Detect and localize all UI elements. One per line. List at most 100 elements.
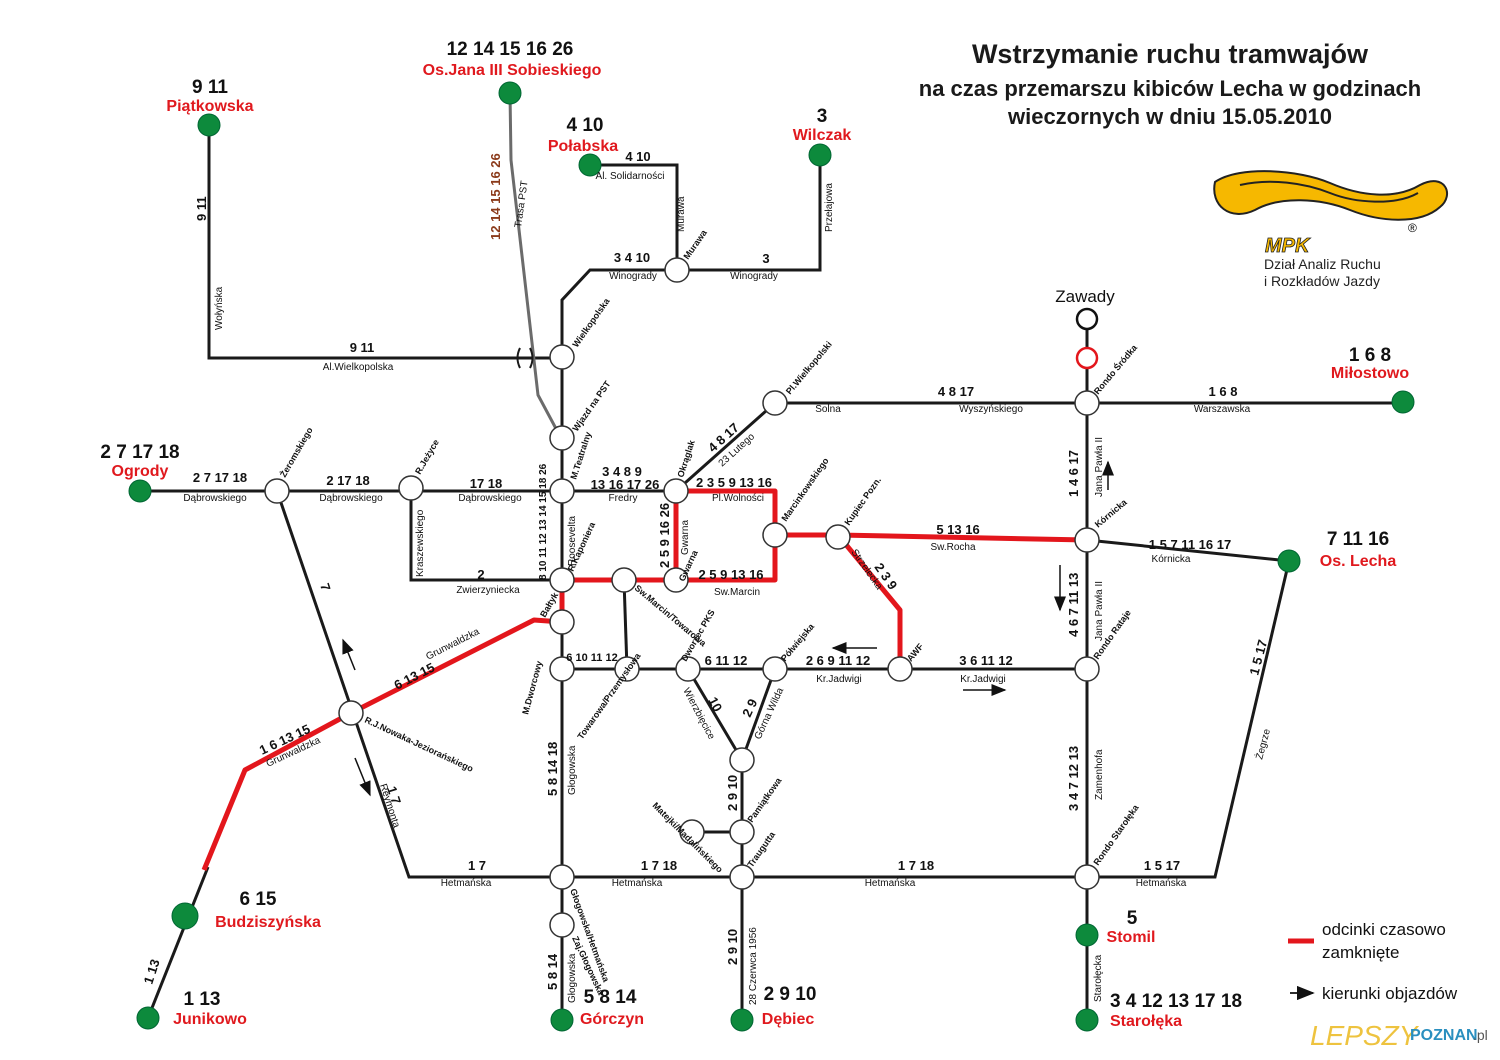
line-label: 4 8 17 <box>938 384 974 399</box>
legend-closed-line2: zamknięte <box>1322 943 1399 962</box>
line-label: 1 5 17 <box>1144 858 1180 873</box>
street-label: Hetmańska <box>865 878 916 889</box>
detour-arrow-nw-icon <box>342 638 356 671</box>
line-label: 3 4 8 9 <box>602 464 642 479</box>
stop-polwiejska <box>762 656 788 682</box>
terminal-name: Os.Jana III Sobieskiego <box>423 62 602 79</box>
terminal-lines: 3 <box>817 106 828 127</box>
terminal-name: Górczyn <box>580 1011 644 1028</box>
terminal-name: Piątkowska <box>166 98 253 115</box>
street-label: Murawa <box>676 196 687 232</box>
terminal-labels: 9 11 Piątkowska 12 14 15 16 26 Os.Jana I… <box>100 39 1409 1030</box>
line-label: 2 7 17 18 <box>193 470 247 485</box>
closed-strzelecka <box>836 533 903 669</box>
street-label: Winogrady <box>730 271 778 282</box>
stop-murawa <box>664 257 690 283</box>
registered-mark: ® <box>1408 221 1417 235</box>
stops <box>264 257 1100 938</box>
track-hetmanska <box>275 490 1087 879</box>
line-label: 2 <box>477 567 484 582</box>
stop-label: Wjazd na PST <box>570 379 612 433</box>
street-label: Wierzbięcice <box>680 686 717 742</box>
street-label: Hetmańska <box>441 878 492 889</box>
terminal-ogrody <box>128 479 152 503</box>
line-label: 5 8 14 <box>545 953 560 990</box>
line-label: 1 7 <box>384 784 404 806</box>
street-label: Trasa PST <box>513 180 530 228</box>
stop-label: Marcinkowskiego <box>779 456 831 524</box>
stop-kornicka <box>1074 527 1100 553</box>
line-label: 3 6 11 12 <box>959 653 1013 668</box>
map-title-line2: na czas przemarszu kibiców Lecha w godzi… <box>919 76 1421 101</box>
street-label: Jana Pawła II <box>1094 581 1105 641</box>
watermark-part2: POZNAN <box>1410 1027 1478 1044</box>
track-kraszewskiego <box>409 491 562 582</box>
track-zegrze <box>1087 560 1291 879</box>
terminal-lines: 5 <box>1127 908 1138 929</box>
stop-rondo-staroleka <box>1074 864 1100 890</box>
stop-label: Kórnicka <box>1093 496 1130 529</box>
line-label: 6 10 11 12 <box>566 652 617 664</box>
terminal-wilczak <box>808 143 832 167</box>
street-label: Warszawska <box>1194 404 1251 415</box>
line-label: 6 13 15 <box>392 660 437 693</box>
stop-label: Kupiec Pozn. <box>842 475 883 527</box>
terminal-name: Ogrody <box>112 463 169 480</box>
line-label: 13 16 17 26 <box>591 477 660 492</box>
street-label: Kr.Jadwigi <box>816 674 862 685</box>
mpk-brand: MPK <box>1265 235 1311 257</box>
terminal-name: Miłostowo <box>1331 365 1409 382</box>
line-label: 2 9 10 <box>725 929 740 965</box>
stop-label: M.Dworcowy <box>520 660 544 716</box>
street-label: Hetmańska <box>612 878 663 889</box>
line-label: 3 <box>762 251 769 266</box>
street-label: Hetmańska <box>1136 878 1187 889</box>
street-label: Wołyńska <box>214 286 225 330</box>
stop-label: Okrąglak <box>675 438 697 479</box>
stop-gorna-wilda <box>729 747 755 773</box>
line-label: 17 18 <box>470 476 503 491</box>
stop-glogowska-hetmanska <box>549 864 575 890</box>
line-label: 4 10 <box>625 149 650 164</box>
terminal-milostowo <box>1391 390 1415 414</box>
stop-label: Wielkopolska <box>570 296 612 350</box>
stop-rondo-rataje <box>1074 656 1100 682</box>
terminal-name: Junikowo <box>173 1011 247 1028</box>
terminal-staroleka <box>1075 1008 1099 1032</box>
street-label: Zamenhofa <box>1094 749 1105 800</box>
line-label: 1 5 7 11 16 17 <box>1149 537 1231 552</box>
line-label: 12 14 15 16 26 <box>488 153 503 240</box>
stop-m-teatralny <box>549 478 575 504</box>
mpk-dept-line2: i Rozkładów Jazdy <box>1264 273 1380 289</box>
track-winogrady <box>560 155 822 358</box>
street-label: Sw.Rocha <box>930 542 975 553</box>
street-label: 28 Czerwca 1956 <box>748 927 759 1005</box>
line-label: 3 4 10 <box>614 250 650 265</box>
terminal-lines: 3 4 12 13 17 18 <box>1110 991 1242 1012</box>
stop-label: Pl.Wielkopolski <box>784 339 834 396</box>
terminal-name: Stomil <box>1107 929 1156 946</box>
street-label: Pl.Wolności <box>712 493 764 504</box>
street-label: Żegrze <box>1252 727 1273 761</box>
stop-r-jezyce <box>398 475 424 501</box>
terminal-name: Dębiec <box>762 1011 815 1028</box>
stop-label: Rondo Śródka <box>1091 341 1140 396</box>
stop-label: R.J.Nowaka-Jeziorańskiego <box>363 715 475 774</box>
street-label: Jana Pawła II <box>1094 437 1105 497</box>
street-label: Dąbrowskiego <box>183 493 247 504</box>
stop-pamiatkowa <box>729 819 755 845</box>
stop-pl-wielkopolski <box>762 390 788 416</box>
street-label: Al.Wielkopolska <box>323 362 394 373</box>
map-title-line3: wieczornych w dniu 15.05.2010 <box>1007 104 1332 129</box>
terminal-piatkowska <box>197 113 221 137</box>
terminal-name: Wilczak <box>793 127 852 144</box>
stop-madalinskiego <box>679 819 705 845</box>
closed-sw-marcin <box>676 535 778 583</box>
detour-arrow-se-icon <box>354 757 371 797</box>
line-label: 8 10 11 12 13 14 15 18 26 <box>538 463 549 580</box>
terminal-lines: 2 9 10 <box>764 984 817 1005</box>
street-label: Roosevelta <box>567 516 578 566</box>
line-label: 9 11 <box>194 196 209 221</box>
stop-traugutta <box>729 864 755 890</box>
line-label: 7 <box>317 581 334 593</box>
